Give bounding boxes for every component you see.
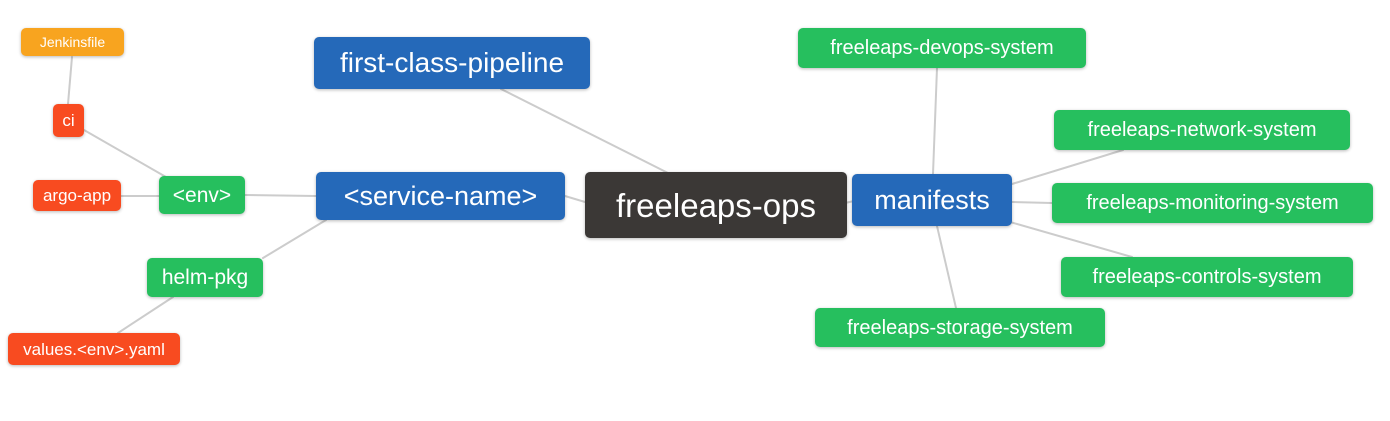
node-manifests[interactable]: manifests (852, 174, 1012, 226)
edge-manifests-to-freeleaps-network-system (1011, 149, 1124, 185)
edge-manifests-to-freeleaps-controls-system (1009, 221, 1133, 258)
node-ci[interactable]: ci (53, 104, 84, 137)
node-first-class-pipeline[interactable]: first-class-pipeline (314, 37, 590, 89)
edge-manifests-to-freeleaps-devops-system (932, 67, 938, 175)
node-service-name[interactable]: <service-name> (316, 172, 565, 220)
node-freeleaps-network-system[interactable]: freeleaps-network-system (1054, 110, 1350, 150)
node-env[interactable]: <env> (159, 176, 245, 214)
node-freeleaps-devops-system[interactable]: freeleaps-devops-system (798, 28, 1086, 68)
edge-env-to-service-name (244, 194, 317, 197)
edge-service-name-to-freeleaps-ops (564, 195, 586, 203)
edge-helm-pkg-to-values-env-yaml (117, 296, 174, 334)
node-freeleaps-monitoring-system[interactable]: freeleaps-monitoring-system (1052, 183, 1373, 223)
edge-jenkinsfile-to-ci (67, 56, 73, 105)
node-argo-app[interactable]: argo-app (33, 180, 121, 211)
edge-manifests-to-freeleaps-monitoring-system (1011, 201, 1053, 204)
edge-ci-to-env (83, 129, 167, 178)
edge-first-class-pipeline-to-freeleaps-ops (500, 88, 669, 174)
node-values-env-yaml[interactable]: values.<env>.yaml (8, 333, 180, 365)
edge-manifests-to-freeleaps-storage-system (936, 225, 957, 309)
node-freeleaps-ops[interactable]: freeleaps-ops (585, 172, 847, 238)
node-freeleaps-controls-system[interactable]: freeleaps-controls-system (1061, 257, 1353, 297)
node-jenkinsfile[interactable]: Jenkinsfile (21, 28, 124, 56)
edge-service-name-to-helm-pkg (262, 219, 327, 259)
node-helm-pkg[interactable]: helm-pkg (147, 258, 263, 297)
node-freeleaps-storage-system[interactable]: freeleaps-storage-system (815, 308, 1105, 347)
